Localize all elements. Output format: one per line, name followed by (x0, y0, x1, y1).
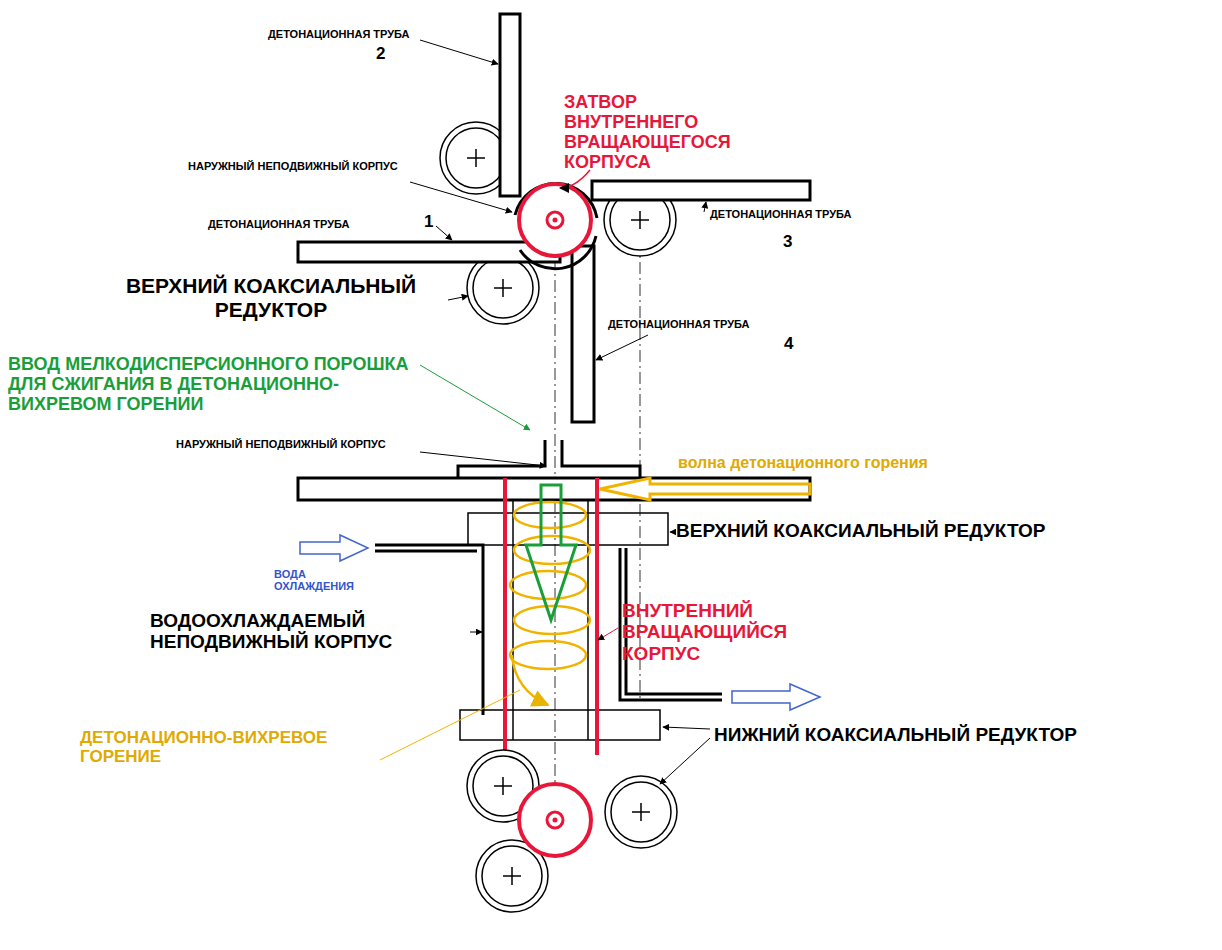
note: ВВОД МЕЛКОДИСПЕРСИОННОГО ПОРОШКА ДЛЯ СЖИ… (8, 354, 418, 414)
callout-number: 4 (784, 334, 793, 353)
part-name: ДЕТОНАЦИОННАЯ ТРУБА (208, 218, 350, 230)
part-name: ДЕТОНАЦИОННАЯ ТРУБА (710, 208, 852, 220)
part-name: ВОДООХЛАЖДАЕМЫЙ НЕПОДВИЖНЫЙ КОРПУС (150, 610, 468, 653)
lower-housing (298, 440, 810, 755)
water-in-arrow (300, 535, 368, 561)
part-name: ВНУТРЕННИЙ ВРАЩАЮЩИЙСЯ КОРПУС (622, 600, 822, 664)
note: ДЕТОНАЦИОННО-ВИХРЕВОЕ ГОРЕНИЕ (80, 728, 380, 766)
part-name: ВЕРХНИЙ КОАКСИАЛЬНЫЙ РЕДУКТОР (96, 274, 446, 321)
part-name: НИЖНИЙ КОАКСИАЛЬНЫЙ РЕДУКТОР (714, 724, 1077, 745)
note: волна детонационного горения (678, 454, 928, 472)
powder-arrow (526, 485, 576, 620)
vortex-flame (510, 502, 590, 705)
callout-number: 2 (376, 44, 385, 63)
water-out-arrow (732, 684, 820, 710)
lower-gears (467, 750, 677, 912)
part-name: ДЕТОНАЦИОННАЯ ТРУБА (268, 28, 410, 40)
note: ВОДА ОХЛАЖДЕНИЯ (274, 568, 374, 593)
part-name: ВЕРХНИЙ КОАКСИАЛЬНЫЙ РЕДУКТОР (676, 520, 1045, 541)
part-name: НАРУЖНЫЙ НЕПОДВИЖНЫЙ КОРПУС (188, 160, 398, 172)
part-name: НАРУЖНЫЙ НЕПОДВИЖНЫЙ КОРПУС (176, 438, 386, 450)
shutter-rotor (515, 170, 597, 269)
part-name: ЗАТВОР ВНУТРЕННЕГО ВРАЩАЮЩЕГОСЯ КОРПУСА (564, 92, 754, 173)
part-name: ДЕТОНАЦИОННАЯ ТРУБА (608, 318, 750, 330)
callout-number: 1 (424, 212, 433, 231)
wave-arrow (600, 478, 810, 500)
callout-number: 3 (783, 232, 792, 251)
